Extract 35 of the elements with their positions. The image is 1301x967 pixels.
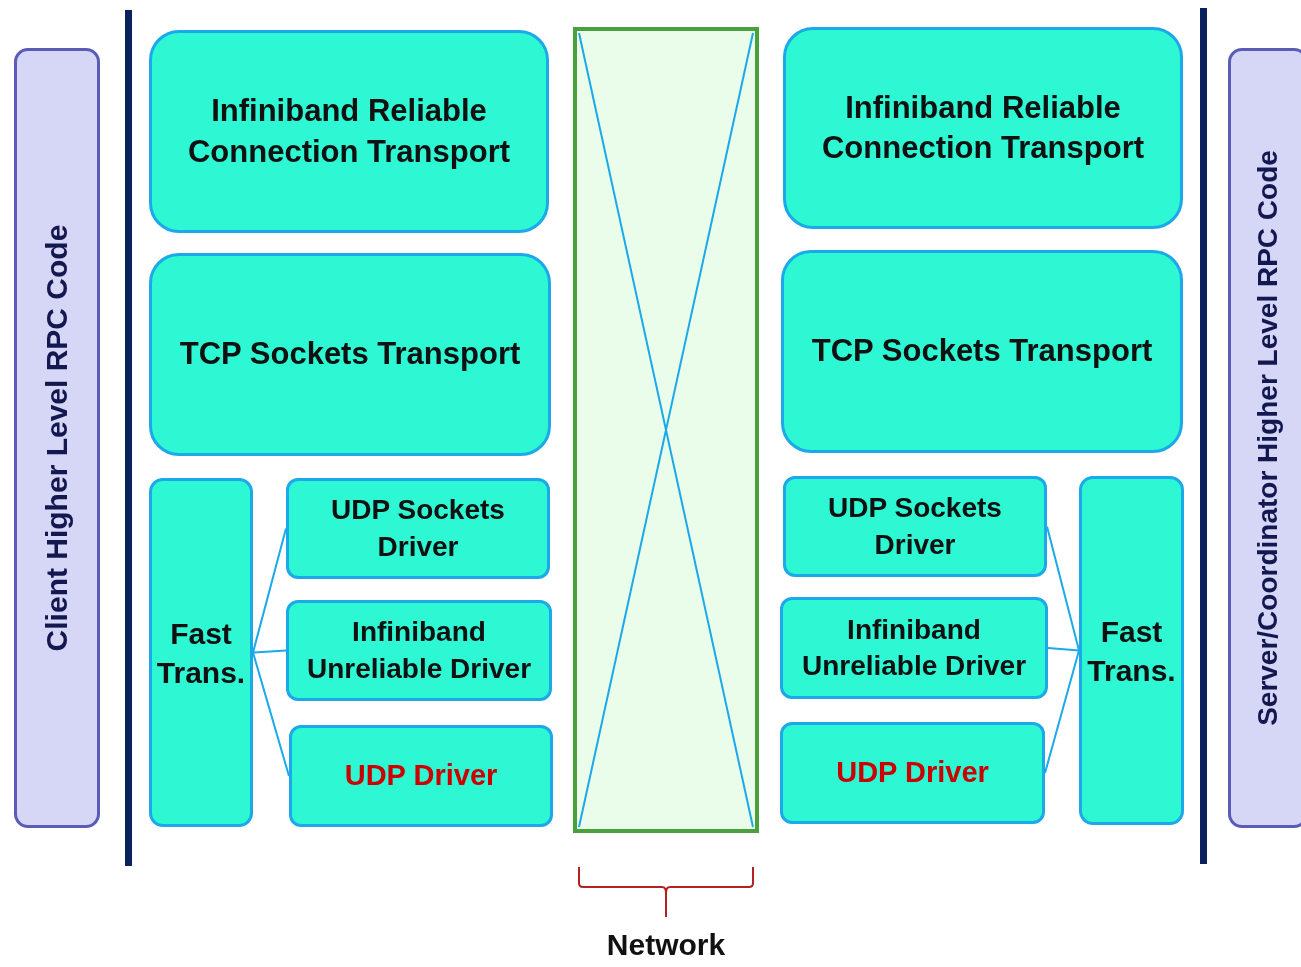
connector-line xyxy=(1046,525,1080,652)
transport-box xyxy=(149,478,253,827)
side-label: Client Higher Level RPC Code xyxy=(40,224,74,652)
driver-box xyxy=(286,600,552,701)
driver-box xyxy=(780,722,1045,824)
box-label: Infiniband Unreliable Driver xyxy=(800,612,1028,683)
connector-line xyxy=(1047,647,1080,652)
transport-box xyxy=(783,27,1183,229)
box-label: UDP Sockets Driver xyxy=(827,491,1003,562)
connector-line xyxy=(252,527,287,654)
connector-line xyxy=(252,649,287,654)
box-label: TCP Sockets Transport xyxy=(178,335,522,374)
driver-box xyxy=(780,597,1048,699)
transport-box xyxy=(1079,476,1184,825)
box-label: Infiniband Reliable Connection Transport xyxy=(186,92,512,171)
side-label: Server/Coordinator Higher Level RPC Code xyxy=(1252,150,1284,726)
connector-line xyxy=(1044,649,1080,774)
driver-box xyxy=(783,476,1047,577)
box-label: Fast Trans. xyxy=(155,615,247,691)
transport-box xyxy=(149,253,551,456)
transport-box xyxy=(149,30,549,233)
side-band xyxy=(1228,48,1301,828)
box-label: UDP Sockets Driver xyxy=(330,493,506,564)
connector-line xyxy=(252,651,290,777)
driver-box xyxy=(286,478,550,579)
driver-box xyxy=(289,725,553,827)
transport-box xyxy=(781,250,1183,453)
box-label: Infiniband Reliable Connection Transport xyxy=(820,88,1146,167)
side-band xyxy=(14,48,100,828)
box-label: Infiniband Unreliable Driver xyxy=(305,615,533,686)
box-label: UDP Driver xyxy=(343,758,499,794)
box-label: Fast Trans. xyxy=(1086,613,1177,689)
network-label: Network xyxy=(606,928,726,961)
box-label: UDP Driver xyxy=(835,755,990,791)
box-label: TCP Sockets Transport xyxy=(810,332,1154,371)
